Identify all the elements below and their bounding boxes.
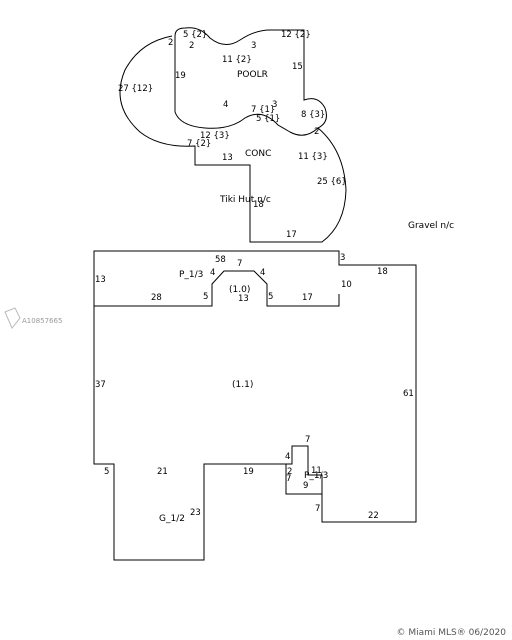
dim-label: 8 {3} bbox=[301, 110, 325, 120]
dim-label: 7 bbox=[286, 474, 291, 484]
dim-label: 3 bbox=[340, 253, 345, 263]
label-unit-1-0: (1.0) bbox=[229, 285, 250, 295]
dim-label: 11 bbox=[311, 466, 322, 476]
dim-label: 2 bbox=[287, 467, 292, 477]
dim-label: 7 bbox=[315, 504, 320, 514]
dim-label: 2 bbox=[189, 41, 194, 51]
dim-label: 13 bbox=[95, 275, 106, 285]
dim-label: 12 {2} bbox=[281, 30, 311, 40]
dim-label: 28 bbox=[151, 293, 162, 303]
dim-label: 4 bbox=[223, 100, 228, 110]
dim-label: 18 bbox=[253, 200, 264, 210]
label-gravel: Gravel n/c bbox=[408, 221, 454, 231]
dim-label: 4 bbox=[285, 452, 290, 462]
dim-label: 22 bbox=[368, 511, 379, 521]
pool-outline bbox=[174, 27, 327, 136]
dim-label: 17 bbox=[302, 293, 313, 303]
deck-outline bbox=[119, 35, 347, 243]
dim-label: 11 {2} bbox=[222, 55, 252, 65]
dim-label: 9 bbox=[303, 481, 308, 491]
label-unit-1-1: (1.1) bbox=[232, 380, 253, 390]
dim-label: 5 bbox=[268, 292, 273, 302]
dim-label: 17 bbox=[286, 230, 297, 240]
dim-label: 19 bbox=[243, 467, 254, 477]
label-poolr: POOLR bbox=[237, 70, 268, 80]
dim-label: 58 bbox=[215, 255, 226, 265]
dim-label: 3 bbox=[272, 100, 277, 110]
dim-label: 15 bbox=[292, 62, 303, 72]
dim-label: 19 bbox=[175, 71, 186, 81]
dim-label: 25 {6} bbox=[317, 177, 347, 187]
dim-label: 5 {1} bbox=[256, 114, 280, 124]
dim-label: 2 bbox=[314, 127, 319, 137]
p13-room-outline bbox=[285, 464, 323, 495]
dim-label: 5 {2} bbox=[183, 30, 207, 40]
label-p13-top: P_1/3 bbox=[179, 270, 203, 280]
dim-label: 21 bbox=[157, 467, 168, 477]
dim-label: 7 bbox=[237, 259, 242, 269]
dim-label: 10 bbox=[341, 280, 352, 290]
dim-label: 5 bbox=[203, 292, 208, 302]
dim-label: 27 {12} bbox=[118, 84, 153, 94]
dim-label: 4 bbox=[260, 268, 265, 278]
label-conc: CONC bbox=[245, 149, 271, 159]
upper-wing-line bbox=[94, 270, 340, 307]
dim-label: 11 {3} bbox=[298, 152, 328, 162]
dim-label: 3 bbox=[251, 41, 256, 51]
dim-label: 2 bbox=[168, 38, 173, 48]
dim-label: 5 bbox=[104, 467, 109, 477]
label-p13-bottom: P_1/3 bbox=[304, 471, 328, 481]
watermark-logo: A10857665 bbox=[4, 307, 62, 329]
dim-label: 13 bbox=[222, 153, 233, 163]
dim-label: 37 bbox=[95, 380, 106, 390]
watermark-text: A10857665 bbox=[22, 317, 62, 325]
dim-label: 13 bbox=[238, 294, 249, 304]
dim-label: 7 bbox=[305, 435, 310, 445]
dim-label: 7 {1} bbox=[251, 105, 275, 115]
dim-label: 7 {2} bbox=[187, 139, 211, 149]
label-g12: G_1/2 bbox=[159, 514, 185, 524]
copyright-text: © Miami MLS® 06/2020 bbox=[396, 628, 506, 638]
house-outline bbox=[93, 250, 417, 561]
dim-label: 18 bbox=[377, 267, 388, 277]
dim-label: 12 {3} bbox=[200, 131, 230, 141]
dim-label: 61 bbox=[403, 389, 414, 399]
dim-label: 4 bbox=[210, 268, 215, 278]
label-tiki-hut: Tiki Hut n/c bbox=[219, 195, 271, 205]
dim-label: 23 bbox=[190, 508, 201, 518]
